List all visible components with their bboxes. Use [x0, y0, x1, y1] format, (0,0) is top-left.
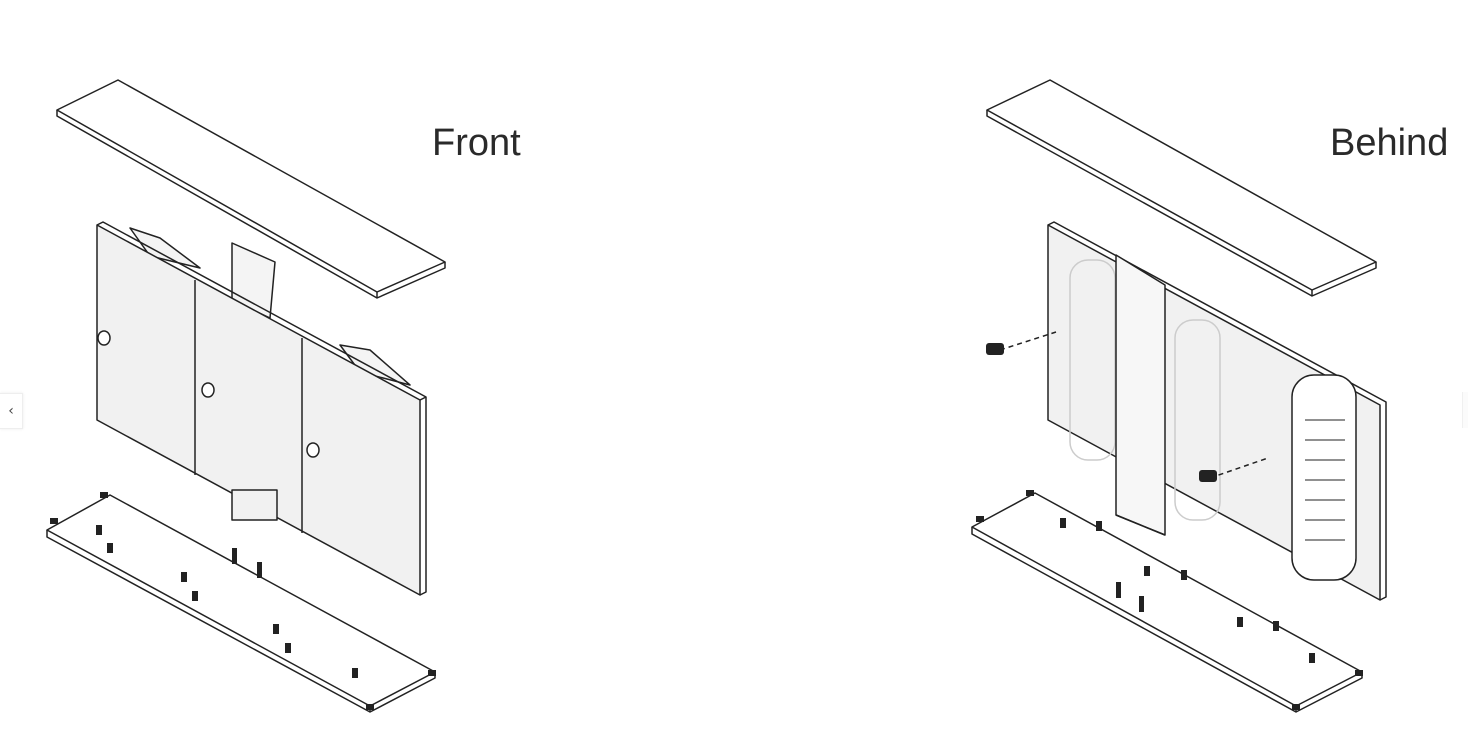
front-label: Front — [432, 122, 521, 164]
front-top-board — [56, 79, 446, 299]
behind-top-board — [986, 79, 1377, 297]
carousel-next-button[interactable] — [1462, 392, 1468, 428]
front-panels — [96, 221, 427, 596]
chevron-left-icon: ‹ — [8, 403, 14, 419]
behind-bottom-board — [971, 490, 1363, 713]
front-bottom-board — [46, 492, 436, 713]
behind-label: Behind — [1330, 122, 1449, 164]
carousel-prev-button[interactable]: ‹ — [0, 393, 23, 429]
behind-panel — [986, 221, 1387, 601]
